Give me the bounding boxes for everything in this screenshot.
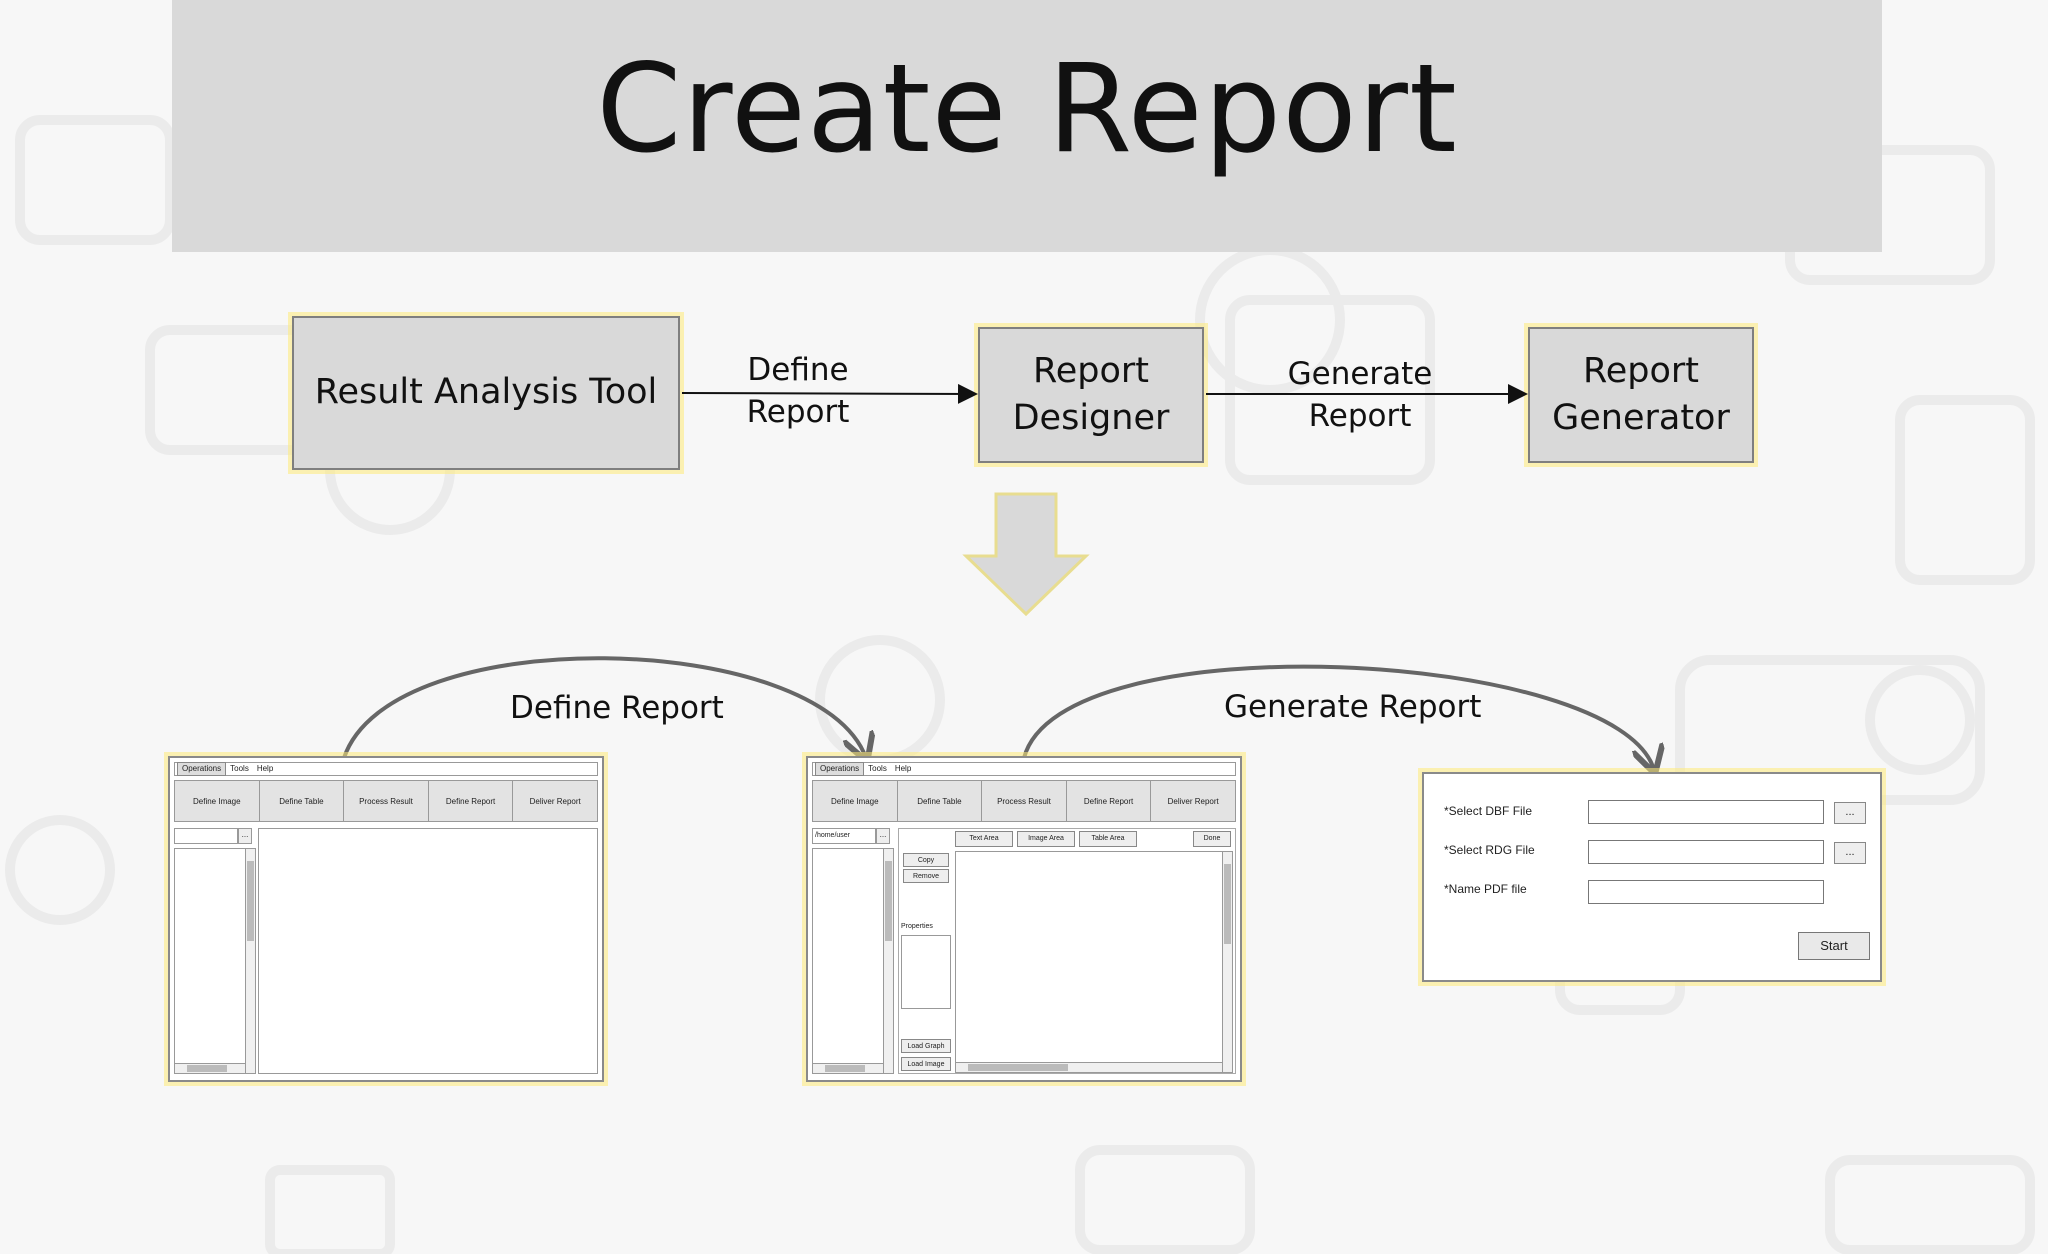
result-analysis-tool-box: Result Analysis Tool <box>292 316 680 470</box>
define-report-button[interactable]: Define Report <box>429 781 514 821</box>
define-report-edge-label: Define Report <box>718 350 878 434</box>
file-tree-pane[interactable] <box>174 848 256 1074</box>
image-area-button[interactable]: Image Area <box>1017 831 1075 847</box>
text-area-button[interactable]: Text Area <box>955 831 1013 847</box>
tree-vertical-scrollbar[interactable] <box>245 849 255 1073</box>
edge1-line1: Define <box>747 352 849 388</box>
tree-vertical-scrollbar[interactable] <box>883 849 893 1073</box>
define-report-curve-label: Define Report <box>510 690 724 726</box>
menu-operations[interactable]: Operations <box>815 762 865 776</box>
dbf-file-label: *Select DBF File <box>1444 804 1533 818</box>
properties-box[interactable] <box>901 935 951 1009</box>
report-designer-box: Report Designer <box>978 327 1204 463</box>
report-generator-label-line2: Generator <box>1552 398 1730 438</box>
analysis-tool-window: Operations Tools Help Define Image Defin… <box>168 756 604 1082</box>
done-button[interactable]: Done <box>1193 831 1231 847</box>
menu-bar: Operations Tools Help <box>174 762 598 776</box>
menu-tools[interactable]: Tools <box>868 764 887 773</box>
rdg-file-label: *Select RDG File <box>1444 843 1535 857</box>
dbf-file-input[interactable] <box>1588 800 1824 824</box>
toolbar: Define Image Define Table Process Result… <box>174 780 598 822</box>
generate-report-curve-label: Generate Report <box>1224 689 1482 725</box>
report-generator-box: Report Generator <box>1528 327 1754 463</box>
pdf-file-label: *Name PDF file <box>1444 882 1527 896</box>
result-canvas[interactable] <box>258 828 598 1074</box>
edge2-line2: Report <box>1308 397 1412 434</box>
rdg-file-input[interactable] <box>1588 840 1824 864</box>
table-area-button[interactable]: Table Area <box>1079 831 1137 847</box>
browse-button[interactable]: ... <box>238 828 252 844</box>
rdg-browse-button[interactable]: ... <box>1834 842 1866 864</box>
copy-button[interactable]: Copy <box>903 853 949 867</box>
deliver-report-button[interactable]: Deliver Report <box>1167 796 1219 806</box>
edge2-line1: Generate <box>1287 356 1433 392</box>
report-designer-label-line1: Report <box>1032 350 1149 391</box>
tree-horizontal-scrollbar[interactable] <box>813 1063 883 1073</box>
pdf-file-input[interactable] <box>1588 880 1824 904</box>
browse-button[interactable]: ... <box>876 828 890 844</box>
report-generator-label-line1: Report <box>1582 350 1699 391</box>
menu-operations[interactable]: Operations <box>177 762 227 776</box>
report-designer-label-line2: Designer <box>1012 398 1170 438</box>
canvas-horizontal-scrollbar[interactable] <box>956 1062 1222 1072</box>
file-tree-pane[interactable] <box>812 848 894 1074</box>
result-analysis-tool-label: Result Analysis Tool <box>314 372 658 413</box>
edge1-line2: Report <box>746 393 850 430</box>
menu-help[interactable]: Help <box>894 764 912 773</box>
canvas-vertical-scrollbar[interactable] <box>1222 852 1232 1072</box>
define-image-button[interactable]: Define Image <box>813 781 898 821</box>
deliver-report-button[interactable]: Deliver Report <box>529 796 581 806</box>
start-button[interactable]: Start <box>1798 932 1870 960</box>
define-table-button[interactable]: Define Table <box>260 781 345 821</box>
report-canvas[interactable] <box>955 851 1233 1073</box>
report-designer-window: Operations Tools Help Define Image Defin… <box>806 756 1242 1082</box>
process-result-button[interactable]: Process Result <box>344 781 429 821</box>
load-image-button[interactable]: Load Image <box>901 1057 951 1071</box>
report-generator-window: *Select DBF File ... *Select RDG File ..… <box>1422 772 1882 982</box>
generate-report-edge-label: Generate Report <box>1270 354 1450 438</box>
menu-tools[interactable]: Tools <box>230 764 249 773</box>
process-result-button[interactable]: Process Result <box>982 781 1067 821</box>
title-band: Create Report <box>172 0 1882 252</box>
tree-horizontal-scrollbar[interactable] <box>175 1063 245 1073</box>
menu-help[interactable]: Help <box>256 764 274 773</box>
define-report-button[interactable]: Define Report <box>1067 781 1152 821</box>
properties-label: Properties <box>901 923 933 930</box>
path-field[interactable]: /home/user <box>812 828 876 844</box>
define-table-button[interactable]: Define Table <box>898 781 983 821</box>
page-title: Create Report <box>596 38 1458 180</box>
define-image-button[interactable]: Define Image <box>175 781 260 821</box>
menu-bar: Operations Tools Help <box>812 762 1236 776</box>
path-field[interactable] <box>174 828 238 844</box>
designer-area: Text Area Image Area Table Area Done Cop… <box>898 828 1236 1074</box>
load-graph-button[interactable]: Load Graph <box>901 1039 951 1053</box>
toolbar: Define Image Define Table Process Result… <box>812 780 1236 822</box>
dbf-browse-button[interactable]: ... <box>1834 802 1866 824</box>
remove-button[interactable]: Remove <box>903 869 949 883</box>
